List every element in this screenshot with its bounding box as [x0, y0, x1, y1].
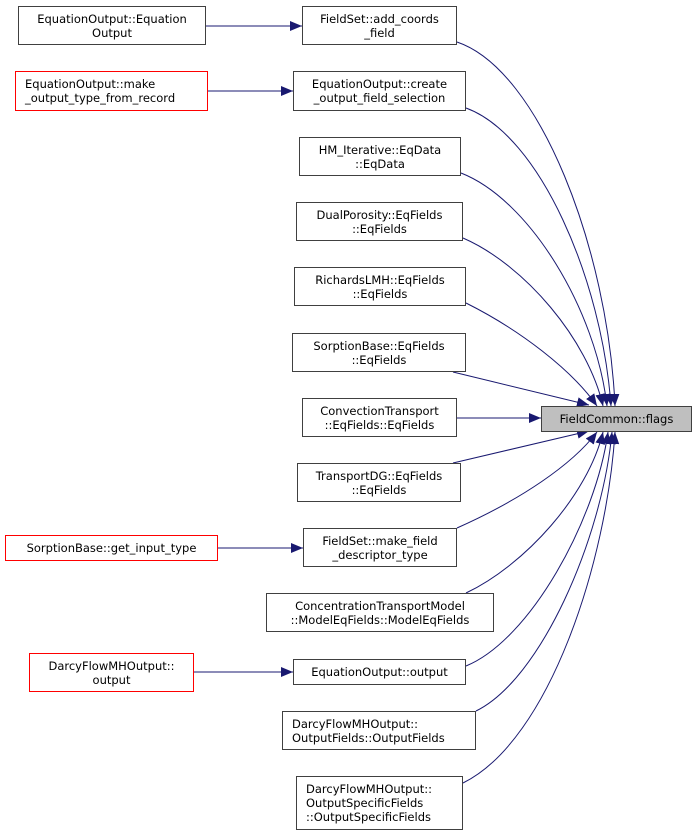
edge-dualporosity-to-flags	[462, 237, 606, 407]
edge-add-coords-to-flags	[456, 41, 620, 407]
node-label: _output_field_selection	[313, 91, 446, 105]
node-label: _output_type_from_record	[25, 91, 176, 105]
node-label: DualPorosity::EqFields	[316, 207, 443, 222]
node-darcyflowmhoutput-output[interactable]: DarcyFlowMHOutput::output	[29, 653, 194, 692]
node-label: HM_Iterative::EqData	[318, 142, 442, 157]
edge-outputfields-to-flags	[475, 431, 616, 712]
node-label: Output	[92, 25, 132, 40]
node-label: TransportDG::EqFields	[315, 468, 443, 483]
node-label: ::ModelEqFields::ModelEqFields	[290, 612, 470, 627]
node-label: EquationOutput::output	[311, 665, 448, 679]
node-label: ::OutputSpecificFields	[306, 810, 431, 824]
node-equationoutput-output[interactable]: EquationOutput::output	[293, 659, 466, 685]
edge-make-field-to-flags	[456, 431, 598, 529]
node-transportdg-eqfields[interactable]: TransportDG::EqFields::EqFields	[297, 463, 461, 502]
node-label: EquationOutput::make	[25, 77, 156, 91]
node-convectiontransport-eqfields[interactable]: ConvectionTransport::EqFields::EqFields	[302, 398, 457, 437]
node-label: ::EqFields::EqFields	[324, 417, 435, 432]
edge-eq-output-to-flags	[465, 431, 612, 667]
target-node-fieldcommon-flags: FieldCommon::flags	[541, 406, 692, 432]
node-richardslmh-eqfields[interactable]: RichardsLMH::EqFields::EqFields	[294, 267, 466, 306]
edge-hm-eqdata-to-flags	[460, 172, 611, 407]
edge-richards-to-flags	[465, 302, 598, 407]
node-label: output	[92, 672, 131, 687]
node-label: SorptionBase::EqFields	[313, 338, 445, 353]
node-label: ConcentrationTransportModel	[295, 598, 465, 613]
node-darcyflowmhoutput-outputspecificfields[interactable]: DarcyFlowMHOutput::OutputSpecificFields:…	[296, 776, 463, 830]
node-label: ::EqFields	[352, 221, 407, 236]
node-label: _descriptor_type	[332, 547, 428, 562]
node-label: ::EqFields	[351, 352, 407, 367]
node-equationoutput-create-output-field-selection[interactable]: EquationOutput::create_output_field_sele…	[293, 71, 466, 111]
node-label: RichardsLMH::EqFields	[315, 272, 445, 287]
node-sorptionbase-get-input-type[interactable]: SorptionBase::get_input_type	[5, 535, 218, 561]
node-label: DarcyFlowMHOutput::	[292, 716, 419, 731]
node-label: EquationOutput::Equation	[37, 11, 187, 26]
node-fieldset-add-coords-field[interactable]: FieldSet::add_coords_field	[302, 6, 457, 45]
node-label: DarcyFlowMHOutput::	[48, 658, 175, 673]
edge-concentration-to-flags	[465, 431, 606, 594]
node-label: OutputFields::OutputFields	[292, 730, 445, 745]
node-label: ::EqData	[355, 156, 405, 171]
node-label: FieldCommon::flags	[559, 412, 674, 426]
node-label: EquationOutput::create	[311, 77, 448, 91]
node-fieldset-make-field-descriptor-type[interactable]: FieldSet::make_field_descriptor_type	[303, 528, 457, 567]
node-equationoutput-make-output-type-from-record[interactable]: EquationOutput::make_output_type_from_re…	[15, 71, 208, 111]
node-label: ::EqFields	[351, 482, 407, 497]
node-darcyflowmhoutput-outputfields[interactable]: DarcyFlowMHOutput::OutputFields::OutputF…	[282, 711, 476, 750]
node-sorptionbase-eqfields[interactable]: SorptionBase::EqFields::EqFields	[292, 333, 466, 372]
edge-outputspecific-to-flags	[462, 431, 620, 784]
node-label: OutputSpecificFields	[306, 796, 424, 810]
node-label: ::EqFields	[352, 286, 408, 301]
node-label: DarcyFlowMHOutput::	[306, 782, 433, 796]
node-label: ConvectionTransport	[320, 403, 439, 418]
node-label: SorptionBase::get_input_type	[26, 541, 197, 555]
node-label: FieldSet::add_coords	[320, 11, 439, 26]
node-hm-iterative-eqdata[interactable]: HM_Iterative::EqData::EqData	[299, 137, 461, 176]
node-dualporosity-eqfields[interactable]: DualPorosity::EqFields::EqFields	[296, 202, 463, 241]
node-concentrationtransportmodel-modeleqfields[interactable]: ConcentrationTransportModel::ModelEqFiel…	[266, 593, 494, 632]
edge-transportdg-to-flags	[452, 428, 590, 464]
node-label: _field	[364, 25, 395, 40]
node-label: FieldSet::make_field	[322, 533, 438, 548]
edge-sorption-eqfields-to-flags	[452, 371, 590, 408]
edge-create-selection-to-flags	[465, 107, 616, 407]
